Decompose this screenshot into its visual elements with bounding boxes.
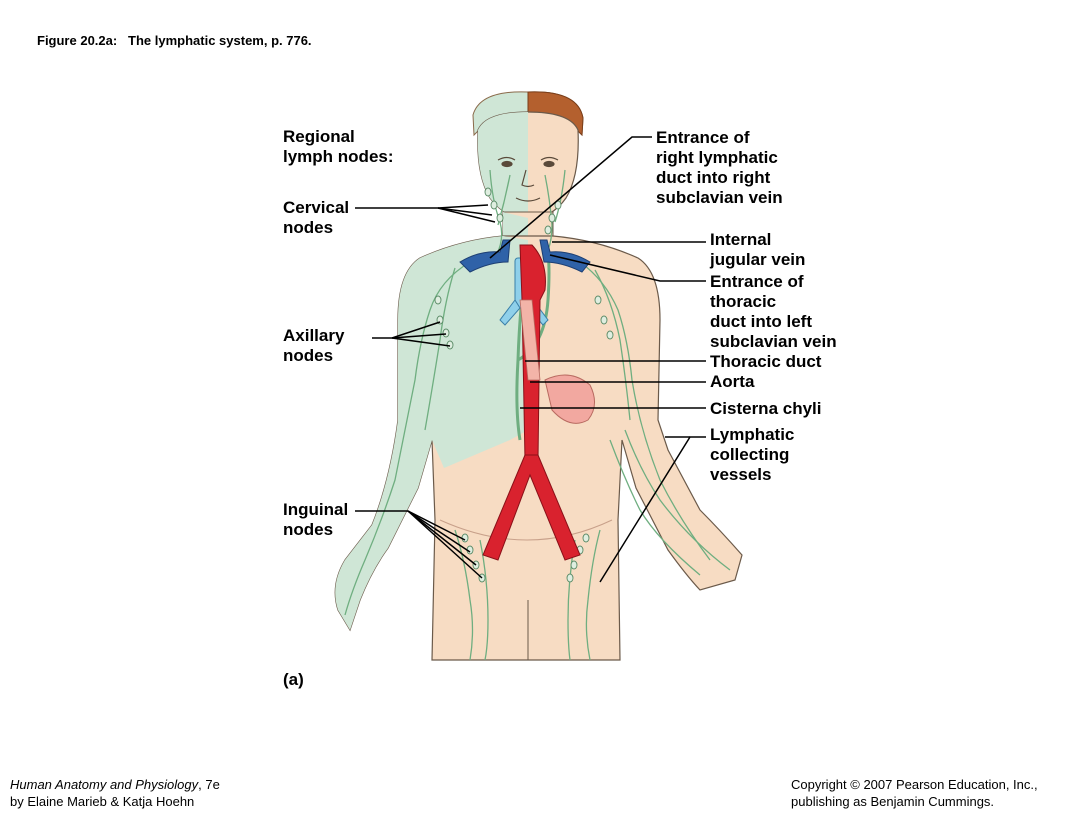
regional-label-line2: lymph nodes: xyxy=(283,147,394,166)
copyright-line: Copyright © 2007 Pearson Education, Inc.… xyxy=(791,777,1038,792)
td-entrance-label-line4: subclavian vein xyxy=(710,332,837,351)
inguinal-label-line2: nodes xyxy=(283,520,334,539)
lcv-label-line2: collecting xyxy=(710,445,790,464)
rld-label-line3: duct into right xyxy=(656,168,771,187)
esophagus xyxy=(519,299,541,381)
lcv-label-line3: vessels xyxy=(710,465,772,484)
rld-label-line4: subclavian vein xyxy=(656,188,783,207)
cervical-label-line1: Cervical xyxy=(283,198,350,217)
inguinal-label-line1: Inguinal xyxy=(283,500,349,519)
cervical-label-line2: nodes xyxy=(283,218,334,237)
cisterna-chyli-label: Cisterna chyli xyxy=(710,399,822,418)
book-edition: , 7e xyxy=(198,777,220,792)
axillary-label-line1: Axillary xyxy=(283,326,345,345)
publisher-line: publishing as Benjamin Cummings. xyxy=(791,794,995,809)
td-entrance-label-line3: duct into left xyxy=(710,312,812,331)
thoracic-duct-label: Thoracic duct xyxy=(710,352,822,371)
book-title-line: Human Anatomy and Physiology, 7e xyxy=(10,776,220,793)
rld-label-line2: right lymphatic xyxy=(656,148,778,167)
figure-caption: Figure 20.2a: The lymphatic system, p. 7… xyxy=(37,33,312,48)
regional-label-line1: Regional xyxy=(283,127,355,146)
heart xyxy=(544,374,595,424)
axillary-label-line2: nodes xyxy=(283,346,334,365)
td-entrance-label-line2: thoracic xyxy=(710,292,777,311)
ijv-label-line2: jugular vein xyxy=(710,250,806,269)
rld-label-line1: Entrance of xyxy=(656,128,750,147)
panel-label: (a) xyxy=(283,670,304,689)
face-features xyxy=(497,156,559,202)
aorta-label: Aorta xyxy=(710,372,755,391)
book-authors: by Elaine Marieb & Katja Hoehn xyxy=(10,794,195,809)
leader-lines xyxy=(355,136,706,583)
ijv-label-line1: Internal xyxy=(710,230,772,249)
td-entrance-label-line1: Entrance of xyxy=(710,272,804,291)
lcv-label-line1: Lymphatic xyxy=(710,425,795,444)
book-title: Human Anatomy and Physiology xyxy=(10,777,199,792)
